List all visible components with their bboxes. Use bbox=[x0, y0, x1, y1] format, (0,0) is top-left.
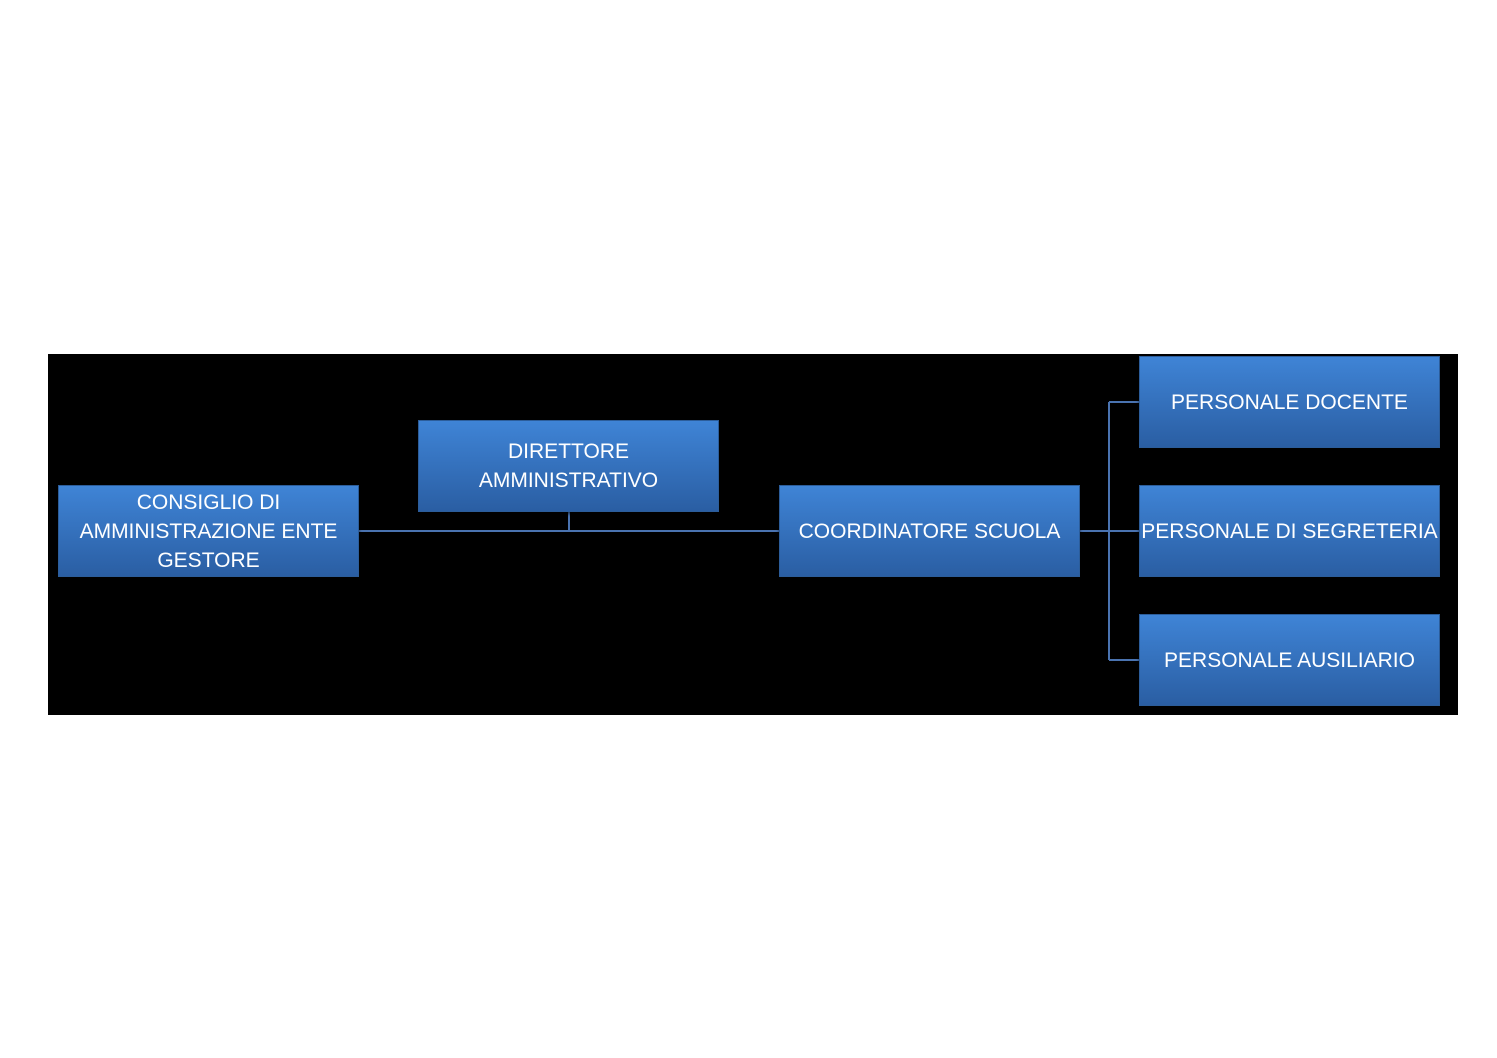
node-direttore-amministrativo: DIRETTORE AMMINISTRATIVO bbox=[418, 420, 719, 512]
node-consiglio-label: CONSIGLIO DI AMMINISTRAZIONE ENTE GESTOR… bbox=[79, 490, 338, 572]
node-ausiliario-label: PERSONALE AUSILIARIO bbox=[1164, 648, 1415, 672]
node-personale-segreteria: PERSONALE DI SEGRETERIA bbox=[1139, 485, 1440, 577]
node-segreteria-label: PERSONALE DI SEGRETERIA bbox=[1141, 519, 1438, 543]
node-personale-docente: PERSONALE DOCENTE bbox=[1139, 356, 1440, 448]
node-coordinatore-label: COORDINATORE SCUOLA bbox=[798, 519, 1061, 543]
node-coordinatore-scuola: COORDINATORE SCUOLA bbox=[779, 485, 1080, 577]
node-docente-label: PERSONALE DOCENTE bbox=[1171, 390, 1408, 414]
node-personale-ausiliario: PERSONALE AUSILIARIO bbox=[1139, 614, 1440, 706]
node-direttore-label: DIRETTORE AMMINISTRATIVO bbox=[478, 440, 659, 492]
node-consiglio-amministrazione: CONSIGLIO DI AMMINISTRAZIONE ENTE GESTOR… bbox=[58, 485, 359, 577]
